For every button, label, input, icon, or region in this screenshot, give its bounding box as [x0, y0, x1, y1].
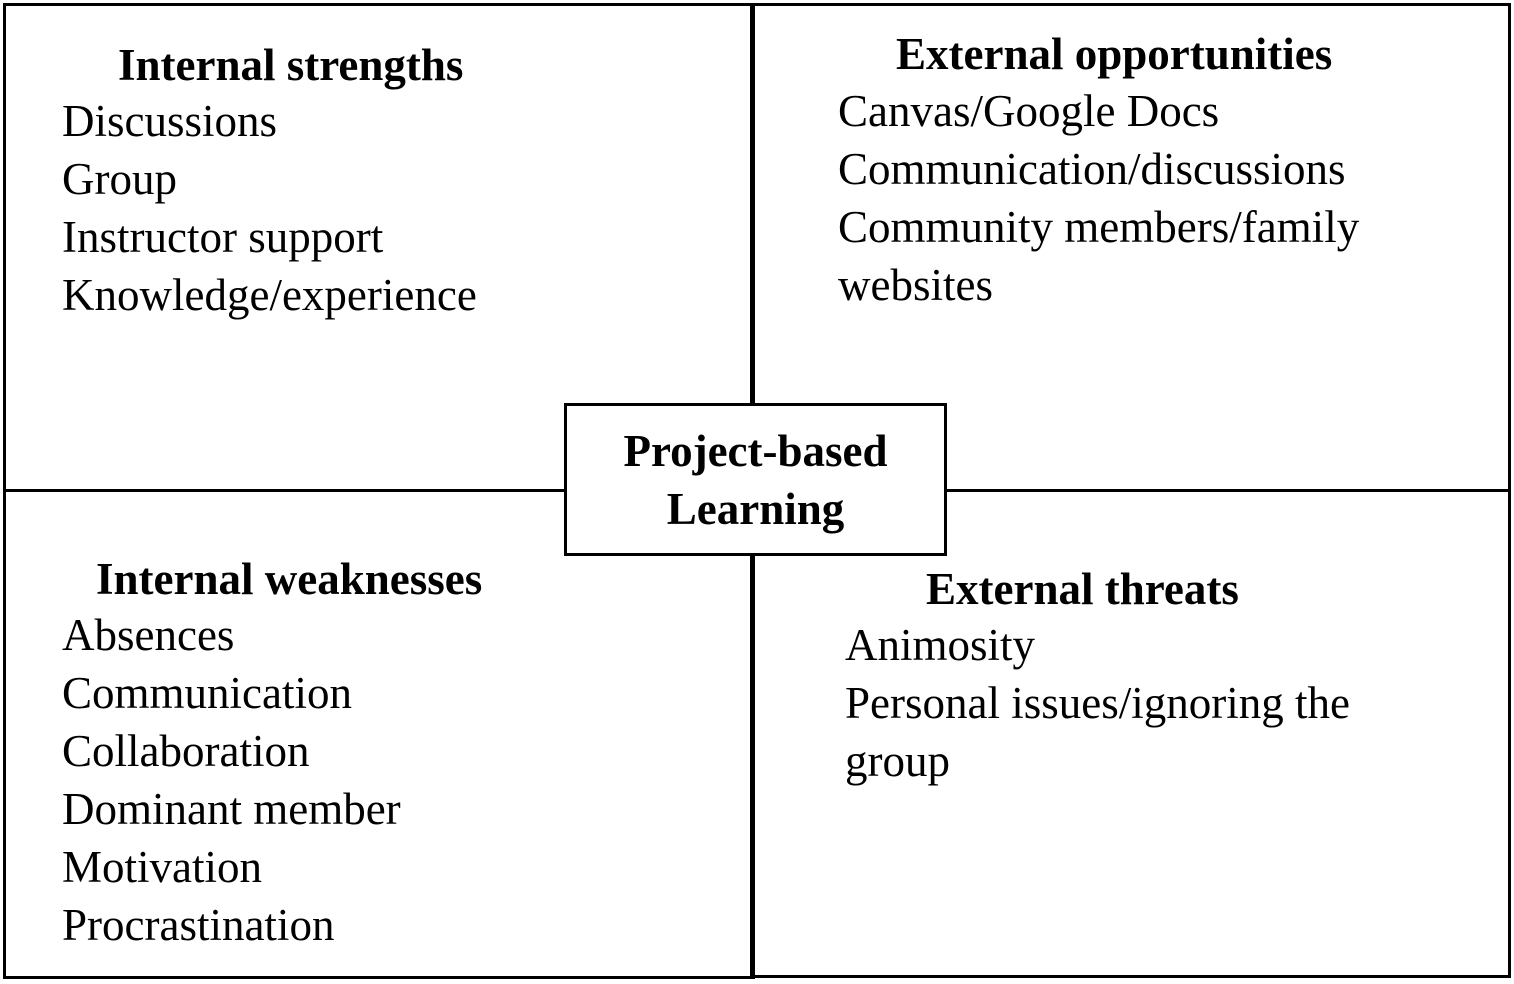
- list-item: websites: [838, 260, 993, 310]
- threats-list: Animosity Personal issues/ignoring the g…: [845, 616, 1350, 790]
- list-item: Communication: [62, 668, 352, 718]
- strengths-title: Internal strengths: [118, 40, 464, 90]
- list-item: group: [845, 736, 950, 786]
- list-item: Motivation: [62, 842, 262, 892]
- center-topic-label: Project-based Learning: [623, 422, 887, 538]
- list-item: Personal issues/ignoring the: [845, 678, 1350, 728]
- left-divider-line: [3, 489, 568, 492]
- threats-title: External threats: [926, 564, 1239, 614]
- list-item: Animosity: [845, 620, 1036, 670]
- list-item: Group: [62, 154, 177, 204]
- strengths-list: Discussions Group Instructor support Kno…: [62, 92, 477, 324]
- list-item: Absences: [62, 610, 235, 660]
- list-item: Discussions: [62, 96, 278, 146]
- list-item: Knowledge/experience: [62, 270, 477, 320]
- opportunities-list: Canvas/Google Docs Communication/discuss…: [838, 82, 1359, 314]
- center-topic-line-2: Learning: [666, 483, 845, 534]
- center-topic-box: Project-based Learning: [564, 403, 947, 556]
- list-item: Collaboration: [62, 726, 310, 776]
- list-item: Community members/family: [838, 202, 1360, 252]
- list-item: Communication/discussions: [838, 144, 1346, 194]
- weaknesses-title: Internal weaknesses: [96, 554, 483, 604]
- list-item: Dominant member: [62, 784, 401, 834]
- list-item: Canvas/Google Docs: [838, 86, 1220, 136]
- weaknesses-list: Absences Communication Collaboration Dom…: [62, 606, 401, 954]
- list-item: Procrastination: [62, 900, 335, 950]
- list-item: Instructor support: [62, 212, 384, 262]
- opportunities-title: External opportunities: [896, 29, 1333, 79]
- right-divider-line: [944, 489, 1511, 492]
- center-topic-line-1: Project-based: [623, 425, 888, 476]
